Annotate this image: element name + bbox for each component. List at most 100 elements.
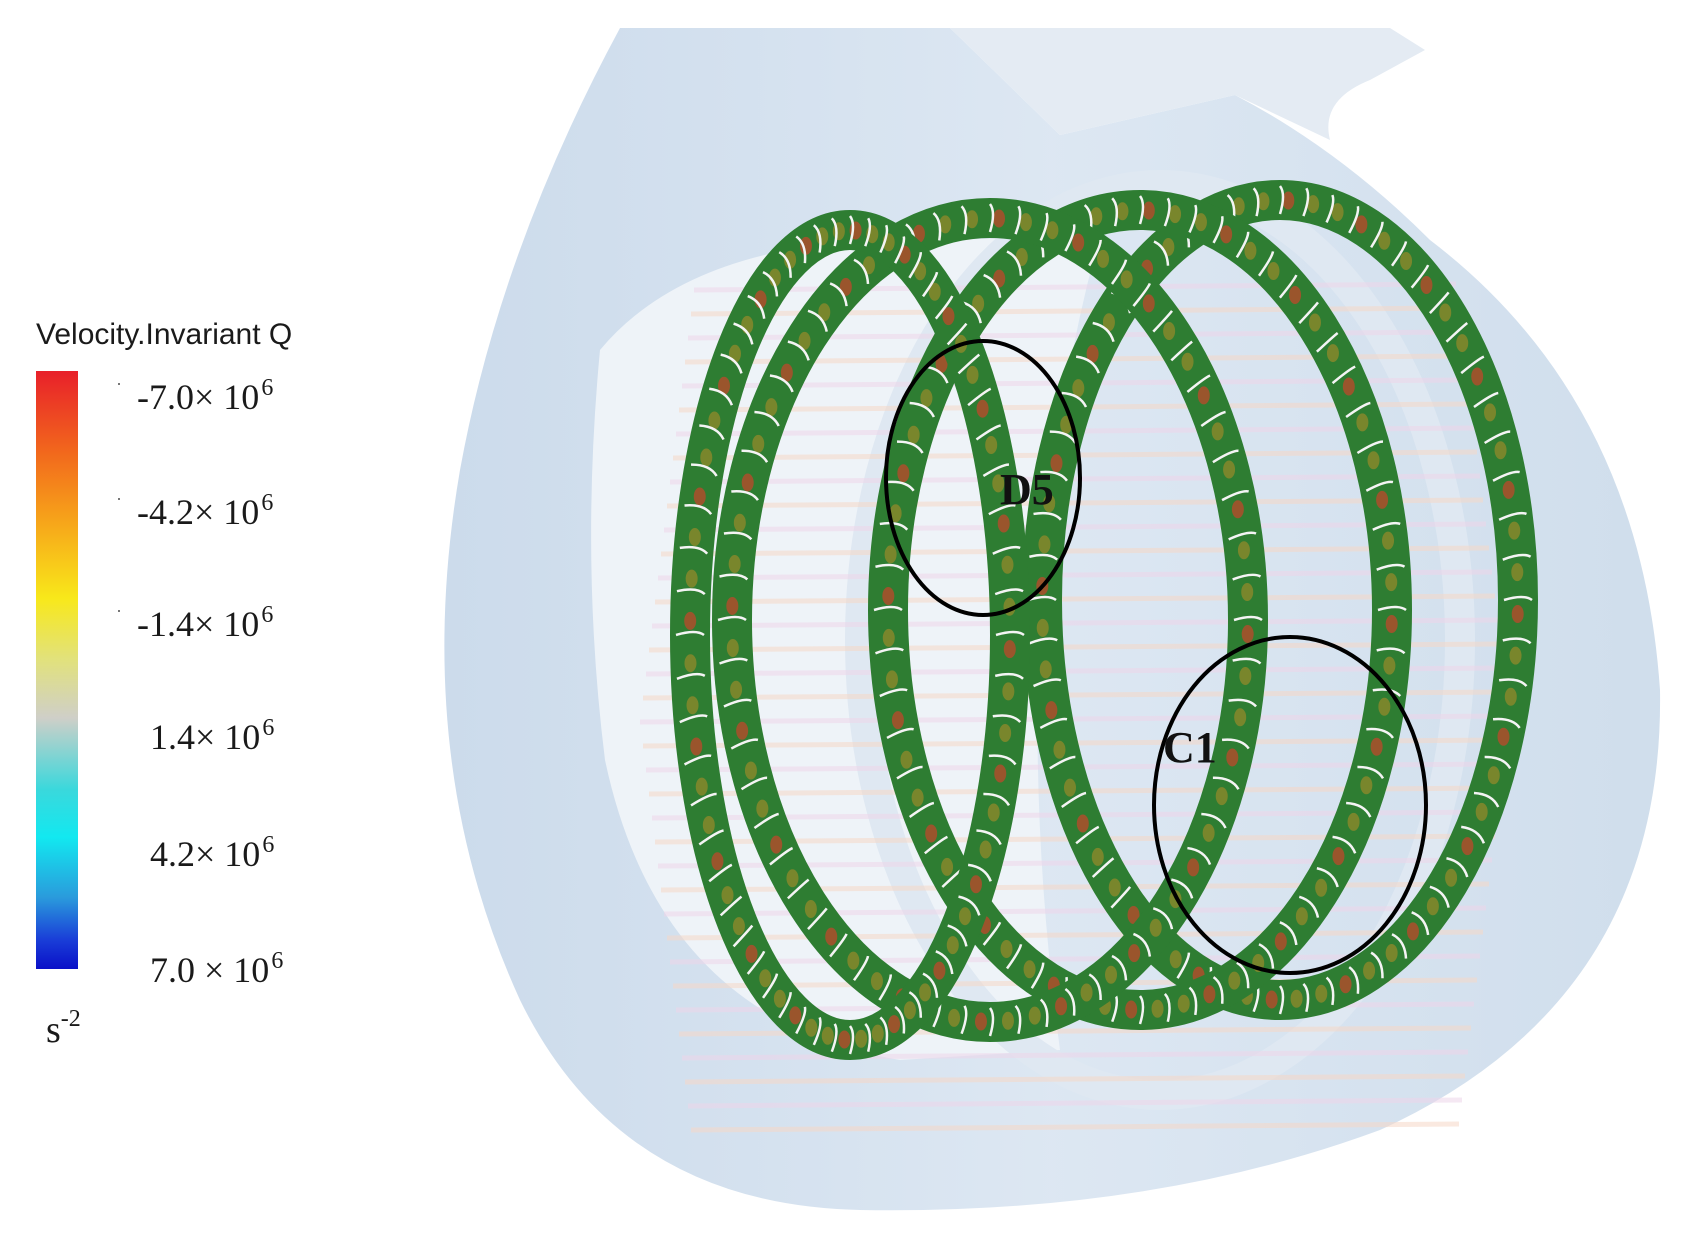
blade-arc	[1188, 986, 1198, 1016]
blade-arc	[1377, 605, 1407, 612]
vortex-patch	[1511, 563, 1524, 582]
vortex-patch	[862, 256, 875, 275]
blade-strip	[642, 689, 1508, 701]
vortex-patch	[1211, 422, 1224, 441]
vortex-patch	[1504, 687, 1517, 706]
blade-arc	[982, 463, 1010, 478]
blade-strip	[669, 473, 1481, 485]
blade-arc	[1039, 998, 1049, 1028]
vortex-patch	[889, 504, 902, 523]
vortex-patch	[1445, 868, 1458, 887]
blade-arc	[1153, 240, 1170, 266]
vortex-patch	[804, 899, 817, 918]
blade-arc	[1212, 215, 1224, 244]
blade-arc	[1446, 857, 1469, 878]
vortex-patch	[1439, 303, 1452, 322]
vortex-patch	[1347, 812, 1360, 831]
blade-arc	[787, 340, 810, 361]
vortex-patch	[799, 236, 812, 255]
vortex-patch	[1241, 583, 1254, 602]
blade-arc	[731, 489, 759, 501]
vortex-patch	[1461, 837, 1474, 856]
blade-arc	[1473, 391, 1499, 409]
blade-arc	[1316, 331, 1339, 353]
blade-arc	[852, 955, 870, 981]
vortex-patch	[773, 989, 786, 1008]
blade-arc	[683, 754, 712, 766]
blade-arc	[698, 829, 724, 846]
blade-arc	[935, 950, 954, 975]
blade-arc	[1348, 205, 1360, 234]
vortex-patch	[1197, 386, 1210, 405]
tick-multiplier: × 10	[195, 950, 270, 990]
blade-arc	[730, 738, 759, 750]
blade-arc	[1502, 637, 1532, 645]
vortex-patch	[946, 936, 959, 955]
blade-arc	[1221, 489, 1249, 502]
vortex-patch	[1487, 766, 1500, 785]
vortex-patch	[928, 282, 941, 301]
vortex-patch	[939, 215, 952, 234]
blade-arc	[879, 224, 889, 254]
vortex-patch	[903, 1001, 916, 1020]
vortex-patch	[1215, 787, 1228, 806]
vortex-patch	[708, 411, 721, 430]
blade-arc	[741, 449, 769, 463]
vortex-patch	[786, 869, 799, 888]
blade-arc	[732, 924, 754, 948]
vortex-patch	[805, 1018, 818, 1037]
blade-arc	[691, 463, 718, 477]
blade-arc	[1332, 835, 1357, 854]
blade-strip	[687, 1097, 1463, 1109]
vortex-patch	[1097, 249, 1110, 268]
blade-arc	[1061, 391, 1088, 408]
vortex-patch	[1072, 379, 1085, 398]
vortex-patch	[1000, 939, 1013, 958]
vortex-patch	[825, 927, 838, 946]
vortex-patch	[1356, 413, 1369, 432]
blade-arc	[967, 387, 992, 407]
tick-multiplier: × 10	[195, 834, 261, 874]
blade-strip	[657, 569, 1493, 581]
tick-multiplier: × 10	[194, 492, 260, 532]
blade-arc	[1410, 264, 1430, 289]
blade-strip	[645, 665, 1505, 677]
vortex-patch	[1385, 614, 1398, 633]
vortex-patch	[1028, 1006, 1041, 1025]
vortex-patch	[1342, 377, 1355, 396]
vortex-patch	[897, 464, 910, 483]
blade-arc	[1498, 511, 1527, 521]
blade-arc	[807, 907, 828, 931]
vortex-patch	[1355, 215, 1368, 234]
vortex-patch	[733, 513, 746, 532]
vortex-patch	[891, 711, 904, 730]
blade-arc	[988, 754, 1017, 766]
blade-arc	[894, 1005, 906, 1034]
blade-arc	[1152, 907, 1174, 930]
blade-strip	[681, 1049, 1469, 1061]
vortex-patch	[770, 835, 783, 854]
colorbar-tick-mark	[118, 610, 120, 612]
blade-arc	[1429, 885, 1450, 908]
vortex-patch	[1370, 737, 1383, 756]
vortex-patch	[1116, 202, 1129, 221]
vortex-patch	[1086, 344, 1099, 363]
blade-arc	[675, 630, 705, 637]
blade-arc	[1356, 440, 1384, 455]
blade-arc	[1088, 973, 1102, 1001]
vortex-patch	[818, 303, 831, 322]
vortex-patch	[1315, 878, 1328, 897]
vortex-patch	[942, 307, 955, 326]
blade-arc	[1132, 932, 1152, 957]
blade-arc	[762, 271, 779, 297]
vortex-patch	[732, 917, 745, 936]
blade-arc	[717, 615, 747, 622]
vortex-patch	[1360, 776, 1373, 795]
vortex-patch	[721, 886, 734, 905]
blade-arc	[875, 563, 905, 571]
region-label-d5: D5	[1000, 465, 1054, 514]
blade-arc	[1298, 895, 1320, 918]
vortex-patch	[1019, 213, 1032, 232]
vortex-patch	[1228, 971, 1241, 990]
blade-arc	[1331, 365, 1356, 385]
